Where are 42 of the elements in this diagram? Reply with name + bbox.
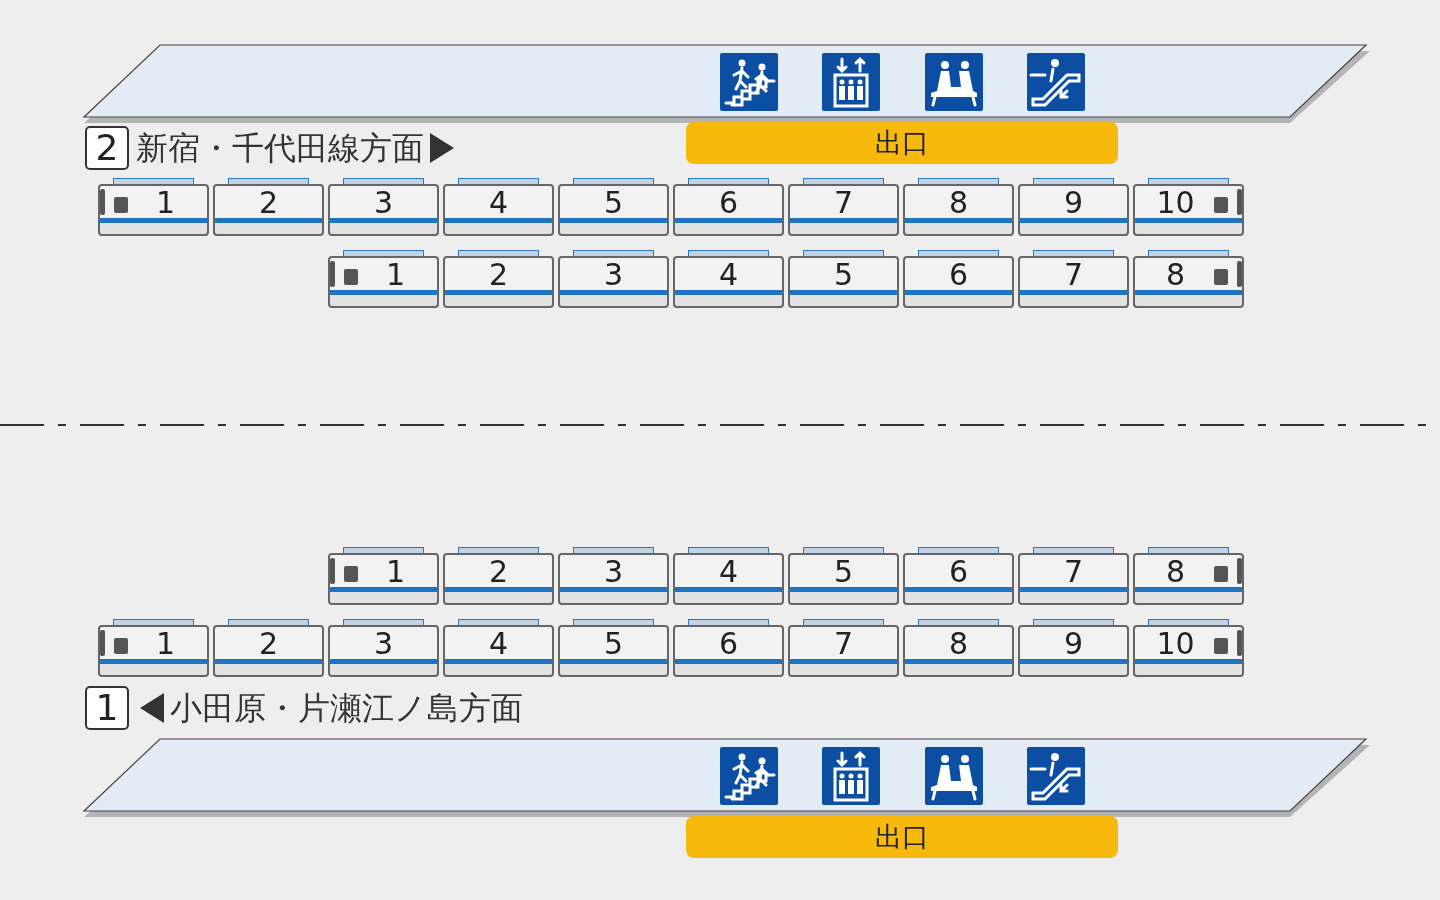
car-number: 6 — [717, 627, 740, 661]
car-number: 8 — [1164, 258, 1187, 292]
car-number: 3 — [372, 186, 395, 220]
car-number: 10 — [1155, 186, 1196, 220]
car-number: 9 — [1062, 186, 1085, 220]
car-number: 6 — [947, 555, 970, 589]
car-number: 1 — [384, 258, 407, 292]
car-number: 1 — [154, 186, 177, 220]
track-number: 2 — [85, 126, 129, 170]
exit-sign: 出口 — [686, 122, 1118, 164]
car-number: 4 — [487, 627, 510, 661]
car-number: 7 — [832, 186, 855, 220]
car-number: 6 — [717, 186, 740, 220]
exit-sign: 出口 — [686, 816, 1118, 858]
car-number: 3 — [372, 627, 395, 661]
car-number: 5 — [602, 186, 625, 220]
car-number: 5 — [832, 258, 855, 292]
car-number: 5 — [602, 627, 625, 661]
car-number: 5 — [832, 555, 855, 589]
car-number: 8 — [947, 186, 970, 220]
car-number: 1 — [154, 627, 177, 661]
car-number: 2 — [257, 186, 280, 220]
direction-label: 新宿・千代田線方面 — [136, 129, 424, 167]
car-number: 3 — [602, 555, 625, 589]
car-number: 10 — [1155, 627, 1196, 661]
car-number: 7 — [832, 627, 855, 661]
direction-label: 小田原・片瀬江ノ島方面 — [170, 689, 523, 727]
car-number: 2 — [487, 555, 510, 589]
car-number: 4 — [717, 258, 740, 292]
car-number: 4 — [717, 555, 740, 589]
car-number: 2 — [487, 258, 510, 292]
car-number: 3 — [602, 258, 625, 292]
car-number: 8 — [1164, 555, 1187, 589]
car-number: 7 — [1062, 258, 1085, 292]
car-number: 7 — [1062, 555, 1085, 589]
track-number: 1 — [85, 686, 129, 730]
car-number: 4 — [487, 186, 510, 220]
car-number: 1 — [384, 555, 407, 589]
car-number: 2 — [257, 627, 280, 661]
car-number: 9 — [1062, 627, 1085, 661]
car-number: 6 — [947, 258, 970, 292]
car-number: 8 — [947, 627, 970, 661]
